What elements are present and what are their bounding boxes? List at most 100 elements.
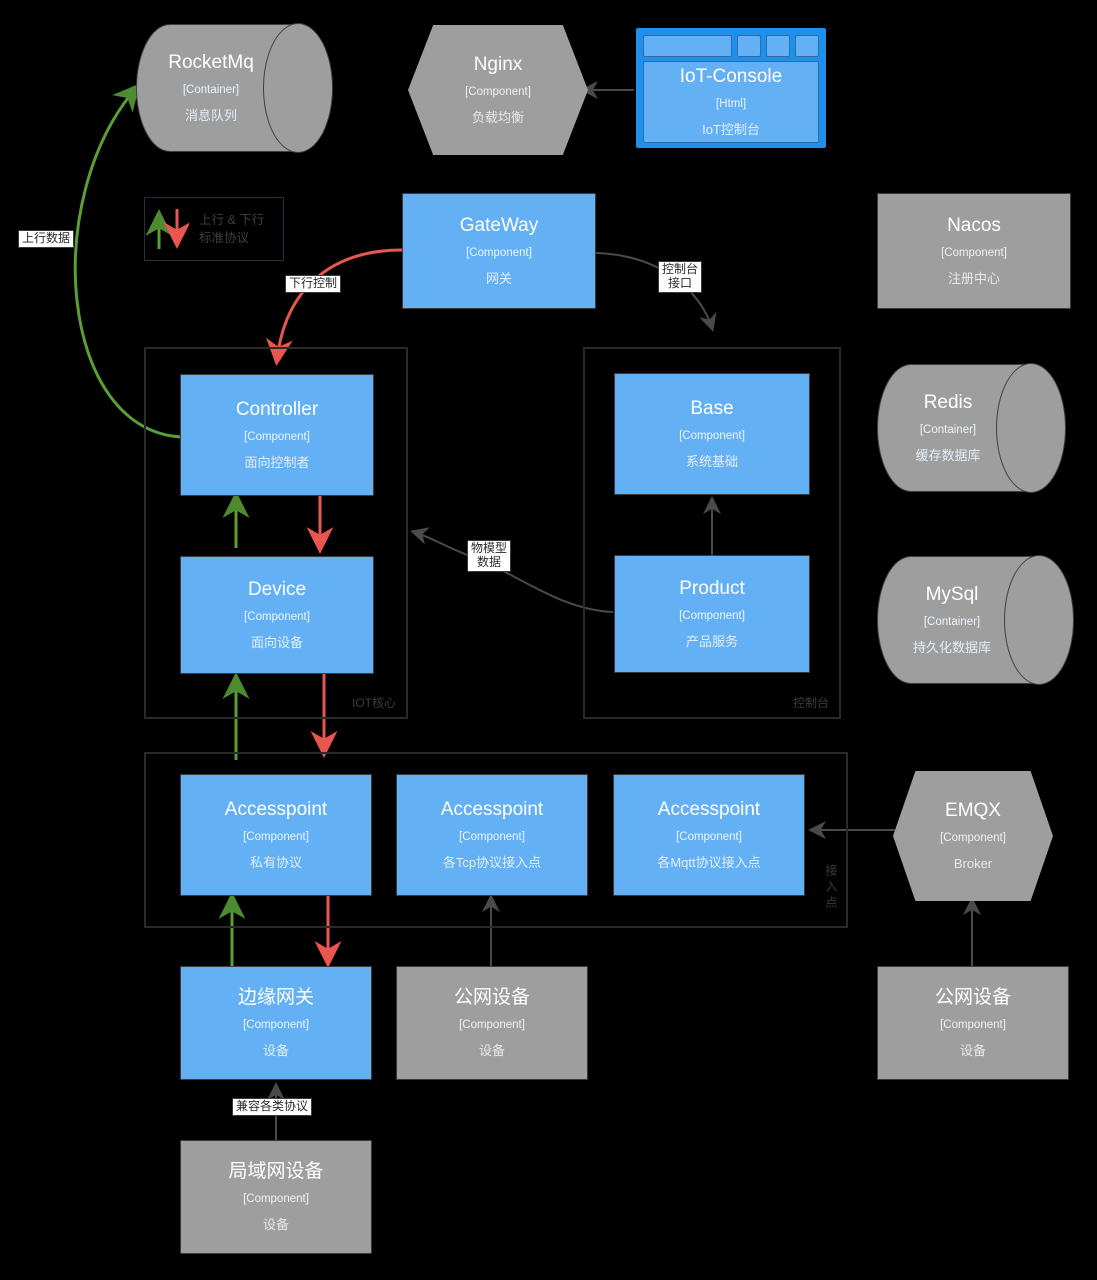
iot-console-window-button-3[interactable]	[795, 35, 819, 57]
iot-console-window-button-1[interactable]	[737, 35, 761, 57]
nacos-type: [Component]	[941, 247, 1007, 260]
base-desc: 系统基础	[685, 454, 738, 470]
iot-console-body: IoT-Console [Html] IoT控制台	[643, 61, 819, 143]
emqx-desc: Broker	[953, 856, 993, 872]
ap-mqtt-desc: 各Mqtt协议接入点	[657, 855, 761, 871]
redis-desc: 缓存数据库	[915, 448, 981, 464]
lan-device-desc: 设备	[262, 1217, 289, 1233]
base-title: Base	[690, 397, 734, 419]
product-desc: 产品服务	[685, 634, 738, 650]
emqx-type: [Component]	[940, 832, 1006, 845]
legend-text: 上行 & 下行 标准协议	[199, 211, 264, 247]
gateway-desc: 网关	[485, 271, 512, 287]
ap-private-title: Accesspoint	[224, 798, 328, 820]
ap-tcp-type: [Component]	[459, 831, 525, 844]
rocketmq-cylinder-cap	[263, 23, 333, 153]
node-lan-device[interactable]: 局域网设备 [Component] 设备	[180, 1140, 372, 1254]
lan-device-title: 局域网设备	[228, 1160, 324, 1182]
node-nginx[interactable]: Nginx [Component] 负载均衡	[408, 25, 588, 155]
mysql-desc: 持久化数据库	[912, 640, 991, 656]
controller-type: [Component]	[244, 431, 310, 444]
device-desc: 面向设备	[250, 635, 303, 651]
node-public-device-1[interactable]: 公网设备 [Component] 设备	[396, 966, 588, 1080]
node-accesspoint-tcp[interactable]: Accesspoint [Component] 各Tcp协议接入点	[396, 774, 588, 896]
legend-line-1: 上行 & 下行	[199, 212, 265, 227]
gateway-title: GateWay	[459, 214, 539, 236]
product-type: [Component]	[679, 610, 745, 623]
node-base[interactable]: Base [Component] 系统基础	[614, 373, 810, 495]
node-accesspoint-mqtt[interactable]: Accesspoint [Component] 各Mqtt协议接入点	[613, 774, 805, 896]
protocol-legend: 上行 & 下行 标准协议	[144, 197, 284, 261]
redis-type: [Container]	[919, 424, 977, 437]
node-device[interactable]: Device [Component] 面向设备	[180, 556, 374, 674]
node-emqx[interactable]: EMQX [Component] Broker	[893, 771, 1053, 901]
iot-console-urlbar	[643, 35, 732, 57]
nginx-desc: 负载均衡	[471, 110, 524, 126]
emqx-title: EMQX	[945, 799, 1001, 821]
device-title: Device	[247, 578, 307, 600]
rocketmq-type: [Container]	[182, 84, 240, 97]
container-console-label: 控制台	[792, 696, 829, 710]
gateway-type: [Component]	[466, 247, 532, 260]
public-device-1-type: [Component]	[459, 1019, 525, 1032]
lan-device-type: [Component]	[243, 1193, 309, 1206]
edge-gateway-to-controller	[265, 248, 403, 366]
container-console: 控制台	[583, 347, 841, 719]
legend-arrows-icon	[145, 209, 189, 249]
edge-label-console-api: 控制台 接口	[658, 261, 703, 293]
node-nacos[interactable]: Nacos [Component] 注册中心	[877, 193, 1071, 309]
nacos-title: Nacos	[947, 214, 1001, 236]
container-accesspoint: 接入点	[144, 752, 848, 928]
ap-private-type: [Component]	[243, 831, 309, 844]
product-title: Product	[679, 577, 745, 599]
node-mysql[interactable]: MySql [Container] 持久化数据库	[877, 555, 1074, 685]
iot-console-window-button-2[interactable]	[766, 35, 790, 57]
container-accesspoint-label: 接入点	[824, 864, 838, 912]
node-controller[interactable]: Controller [Component] 面向控制者	[180, 374, 374, 496]
node-redis[interactable]: Redis [Container] 缓存数据库	[877, 363, 1066, 493]
mysql-type: [Container]	[923, 616, 981, 629]
rocketmq-desc: 消息队列	[184, 108, 237, 124]
edge-gateway-desc: 设备	[262, 1043, 289, 1059]
node-edge-gateway[interactable]: 边缘网关 [Component] 设备	[180, 966, 372, 1080]
public-device-2-title: 公网设备	[934, 986, 1011, 1008]
mysql-cylinder-cap	[1004, 555, 1074, 685]
controller-desc: 面向控制者	[244, 455, 310, 471]
node-gateway[interactable]: GateWay [Component] 网关	[402, 193, 596, 309]
edge-gateway-title: 边缘网关	[237, 986, 314, 1008]
iot-console-type: [Html]	[715, 98, 747, 111]
edge-controller-to-rocketmq	[73, 83, 182, 439]
device-type: [Component]	[244, 611, 310, 624]
ap-mqtt-type: [Component]	[676, 831, 742, 844]
edge-gateway-type: [Component]	[243, 1019, 309, 1032]
iot-console-titlebar	[643, 35, 819, 57]
node-accesspoint-private[interactable]: Accesspoint [Component] 私有协议	[180, 774, 372, 896]
public-device-2-desc: 设备	[959, 1043, 986, 1059]
node-product[interactable]: Product [Component] 产品服务	[614, 555, 810, 673]
redis-title: Redis	[923, 391, 973, 413]
iot-console-desc: IoT控制台	[702, 122, 760, 138]
node-rocketmq[interactable]: RocketMq [Container] 消息队列	[136, 23, 333, 153]
edge-label-protocol-compat: 兼容各类协议	[232, 1098, 313, 1116]
redis-cylinder-cap	[996, 363, 1066, 493]
public-device-1-title: 公网设备	[453, 986, 530, 1008]
controller-title: Controller	[235, 398, 319, 420]
ap-private-desc: 私有协议	[249, 855, 302, 871]
container-iot-core-label: IOT核心	[352, 696, 396, 710]
edge-label-thing-model: 物模型 数据	[467, 540, 512, 572]
public-device-2-type: [Component]	[940, 1019, 1006, 1032]
iot-console-title: IoT-Console	[679, 65, 783, 87]
legend-line-2: 标准协议	[199, 231, 250, 245]
public-device-1-desc: 设备	[478, 1043, 505, 1059]
nacos-desc: 注册中心	[947, 271, 1000, 287]
nginx-title: Nginx	[473, 53, 523, 75]
base-type: [Component]	[679, 430, 745, 443]
nginx-type: [Component]	[465, 86, 531, 99]
ap-tcp-title: Accesspoint	[440, 798, 544, 820]
node-iot-console[interactable]: IoT-Console [Html] IoT控制台	[636, 28, 826, 148]
edge-label-downlink-control: 下行控制	[285, 275, 342, 293]
mysql-title: MySql	[925, 583, 979, 605]
node-public-device-2[interactable]: 公网设备 [Component] 设备	[877, 966, 1069, 1080]
